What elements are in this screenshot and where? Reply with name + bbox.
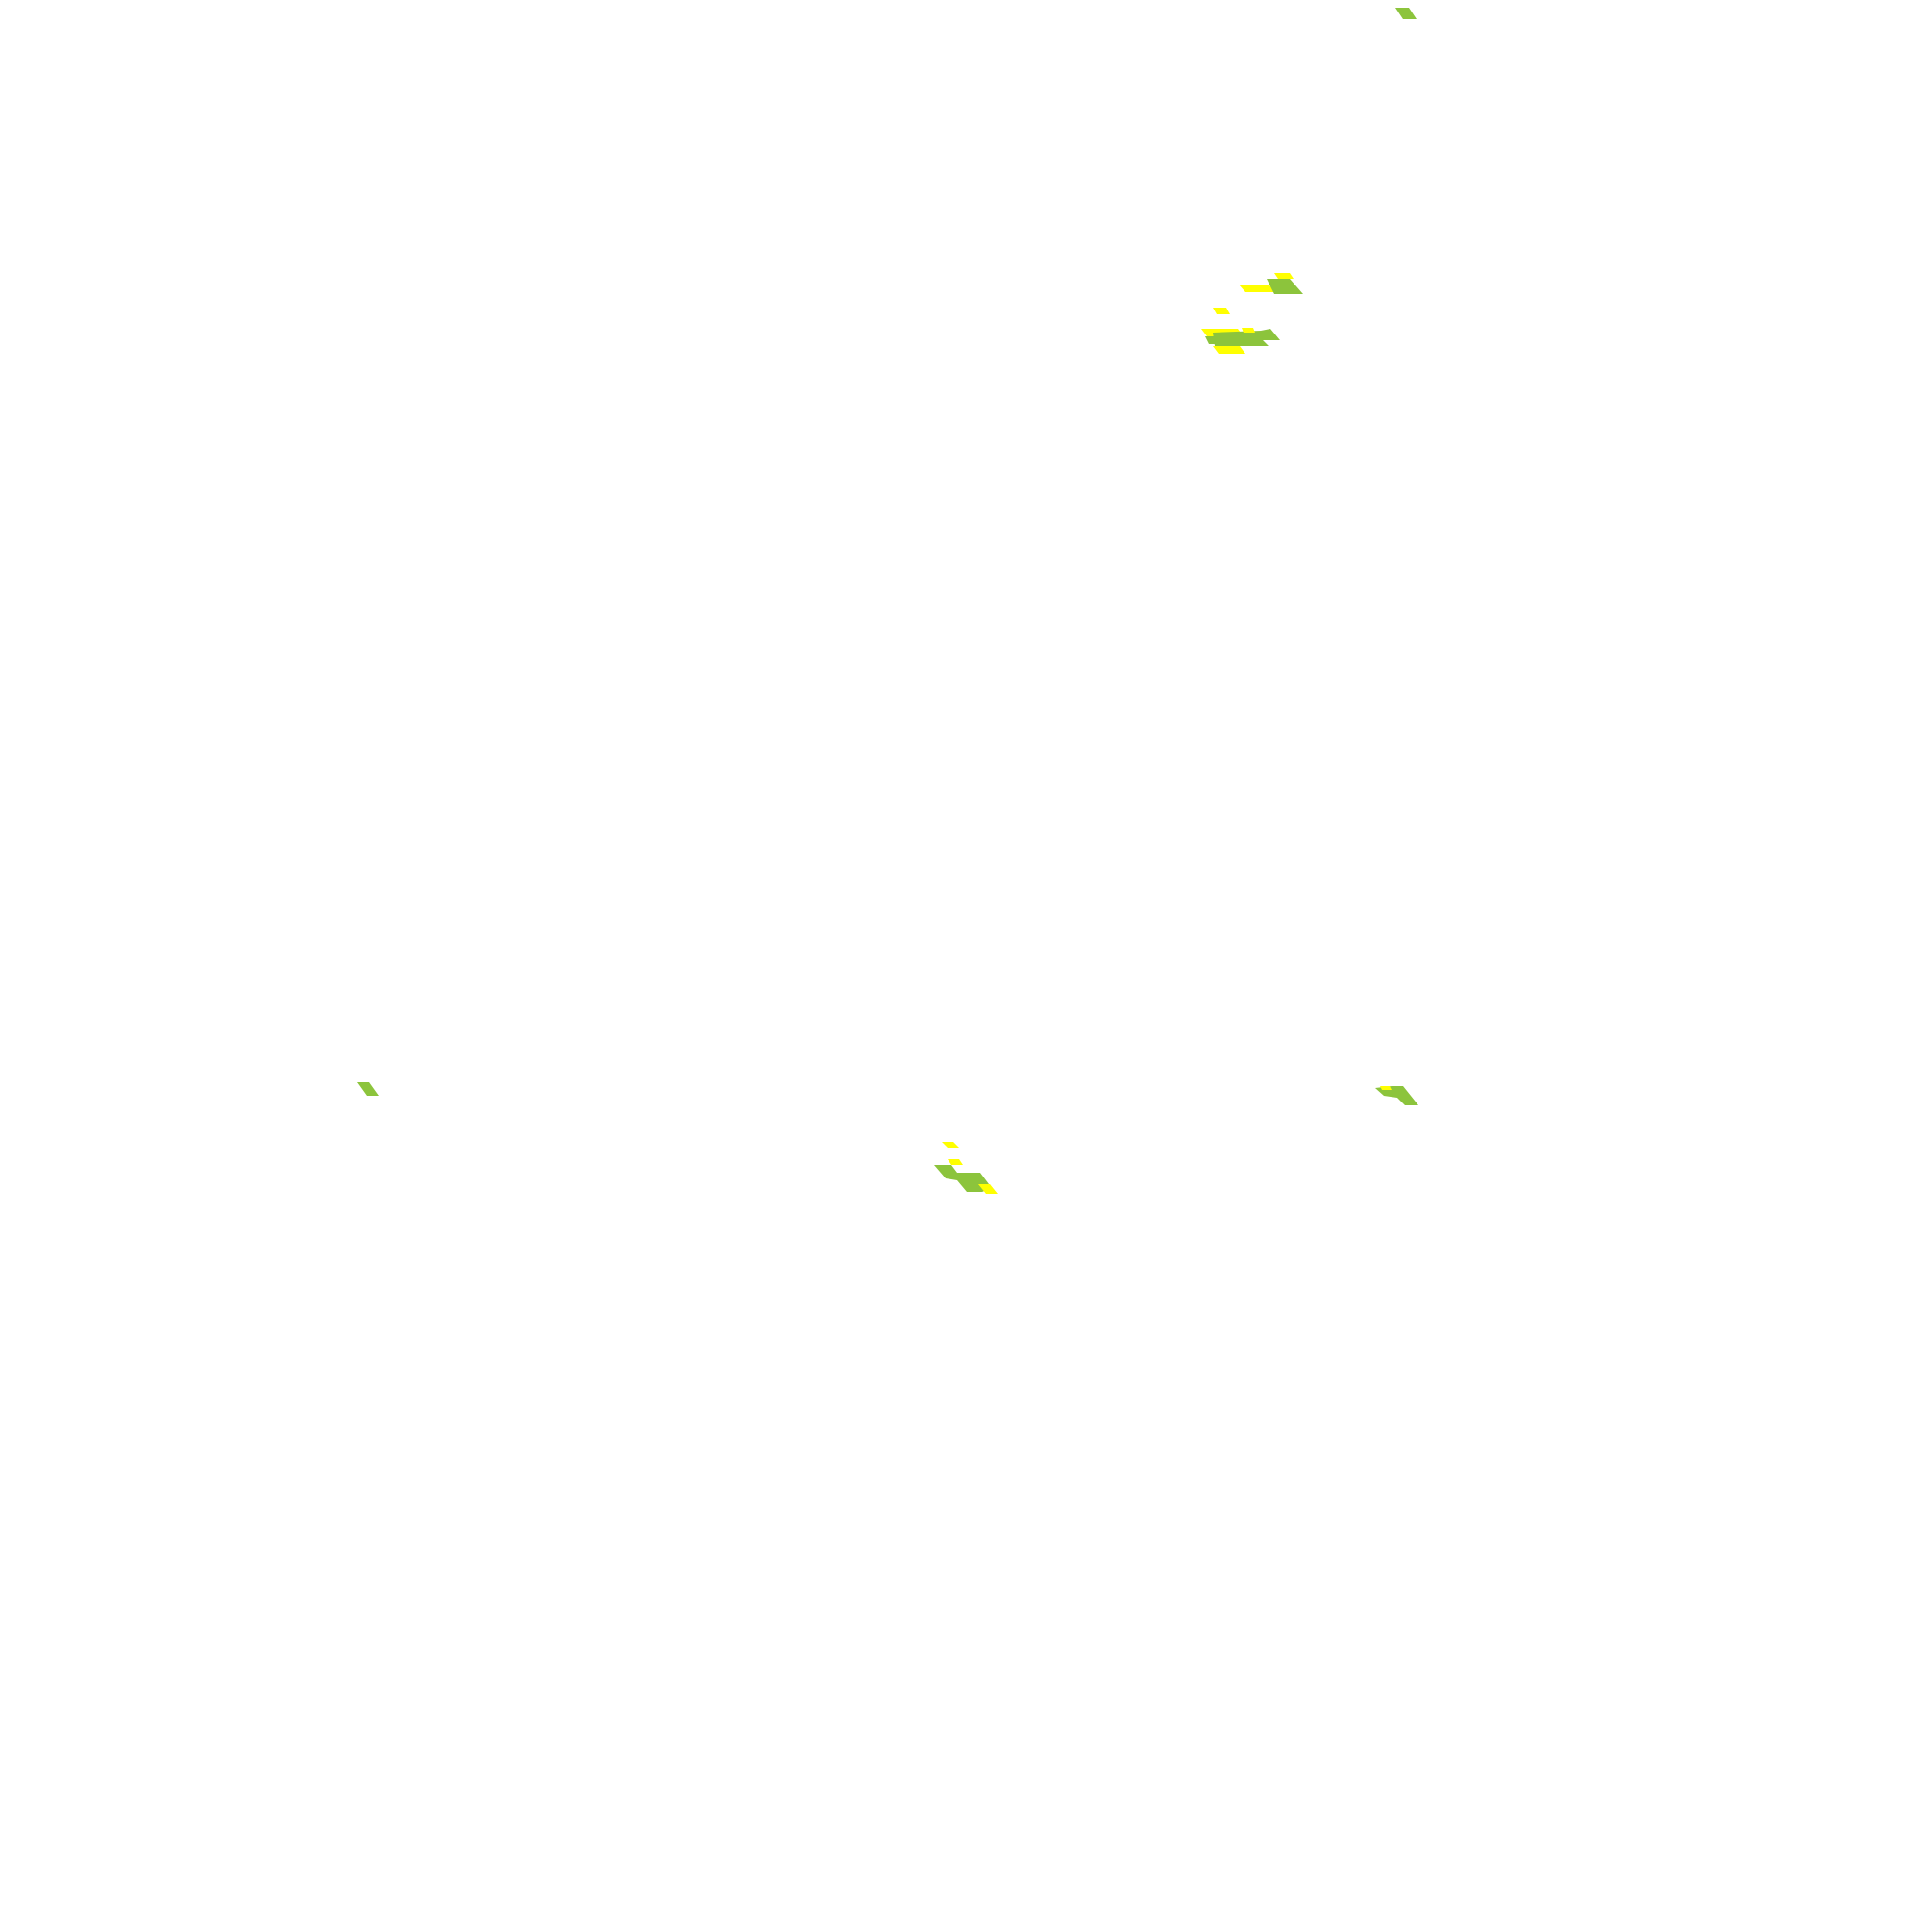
yellow-patch [1213, 308, 1230, 314]
yellow-patch [1380, 1086, 1392, 1090]
patch-group-upper-right [1201, 273, 1303, 354]
patch-group-top [1395, 8, 1417, 19]
yellow-patch [942, 1142, 959, 1148]
patch-group-lower-right [1375, 1086, 1418, 1105]
green-patch [934, 1165, 992, 1192]
yellow-patch [948, 1159, 963, 1165]
yellow-patch [1239, 285, 1276, 292]
patch-group-left [357, 1082, 379, 1096]
green-patch [357, 1082, 379, 1096]
yellow-patch [978, 1184, 998, 1194]
green-patch [1267, 279, 1303, 294]
patch-group-lower-center [934, 1142, 998, 1194]
green-patch [1205, 336, 1220, 344]
yellow-patch [1274, 273, 1294, 279]
green-patch [1375, 1086, 1418, 1105]
green-patch [1213, 329, 1280, 346]
yellow-patch [1242, 328, 1255, 333]
green-patch [1395, 8, 1417, 19]
yellow-patch [1213, 346, 1245, 354]
